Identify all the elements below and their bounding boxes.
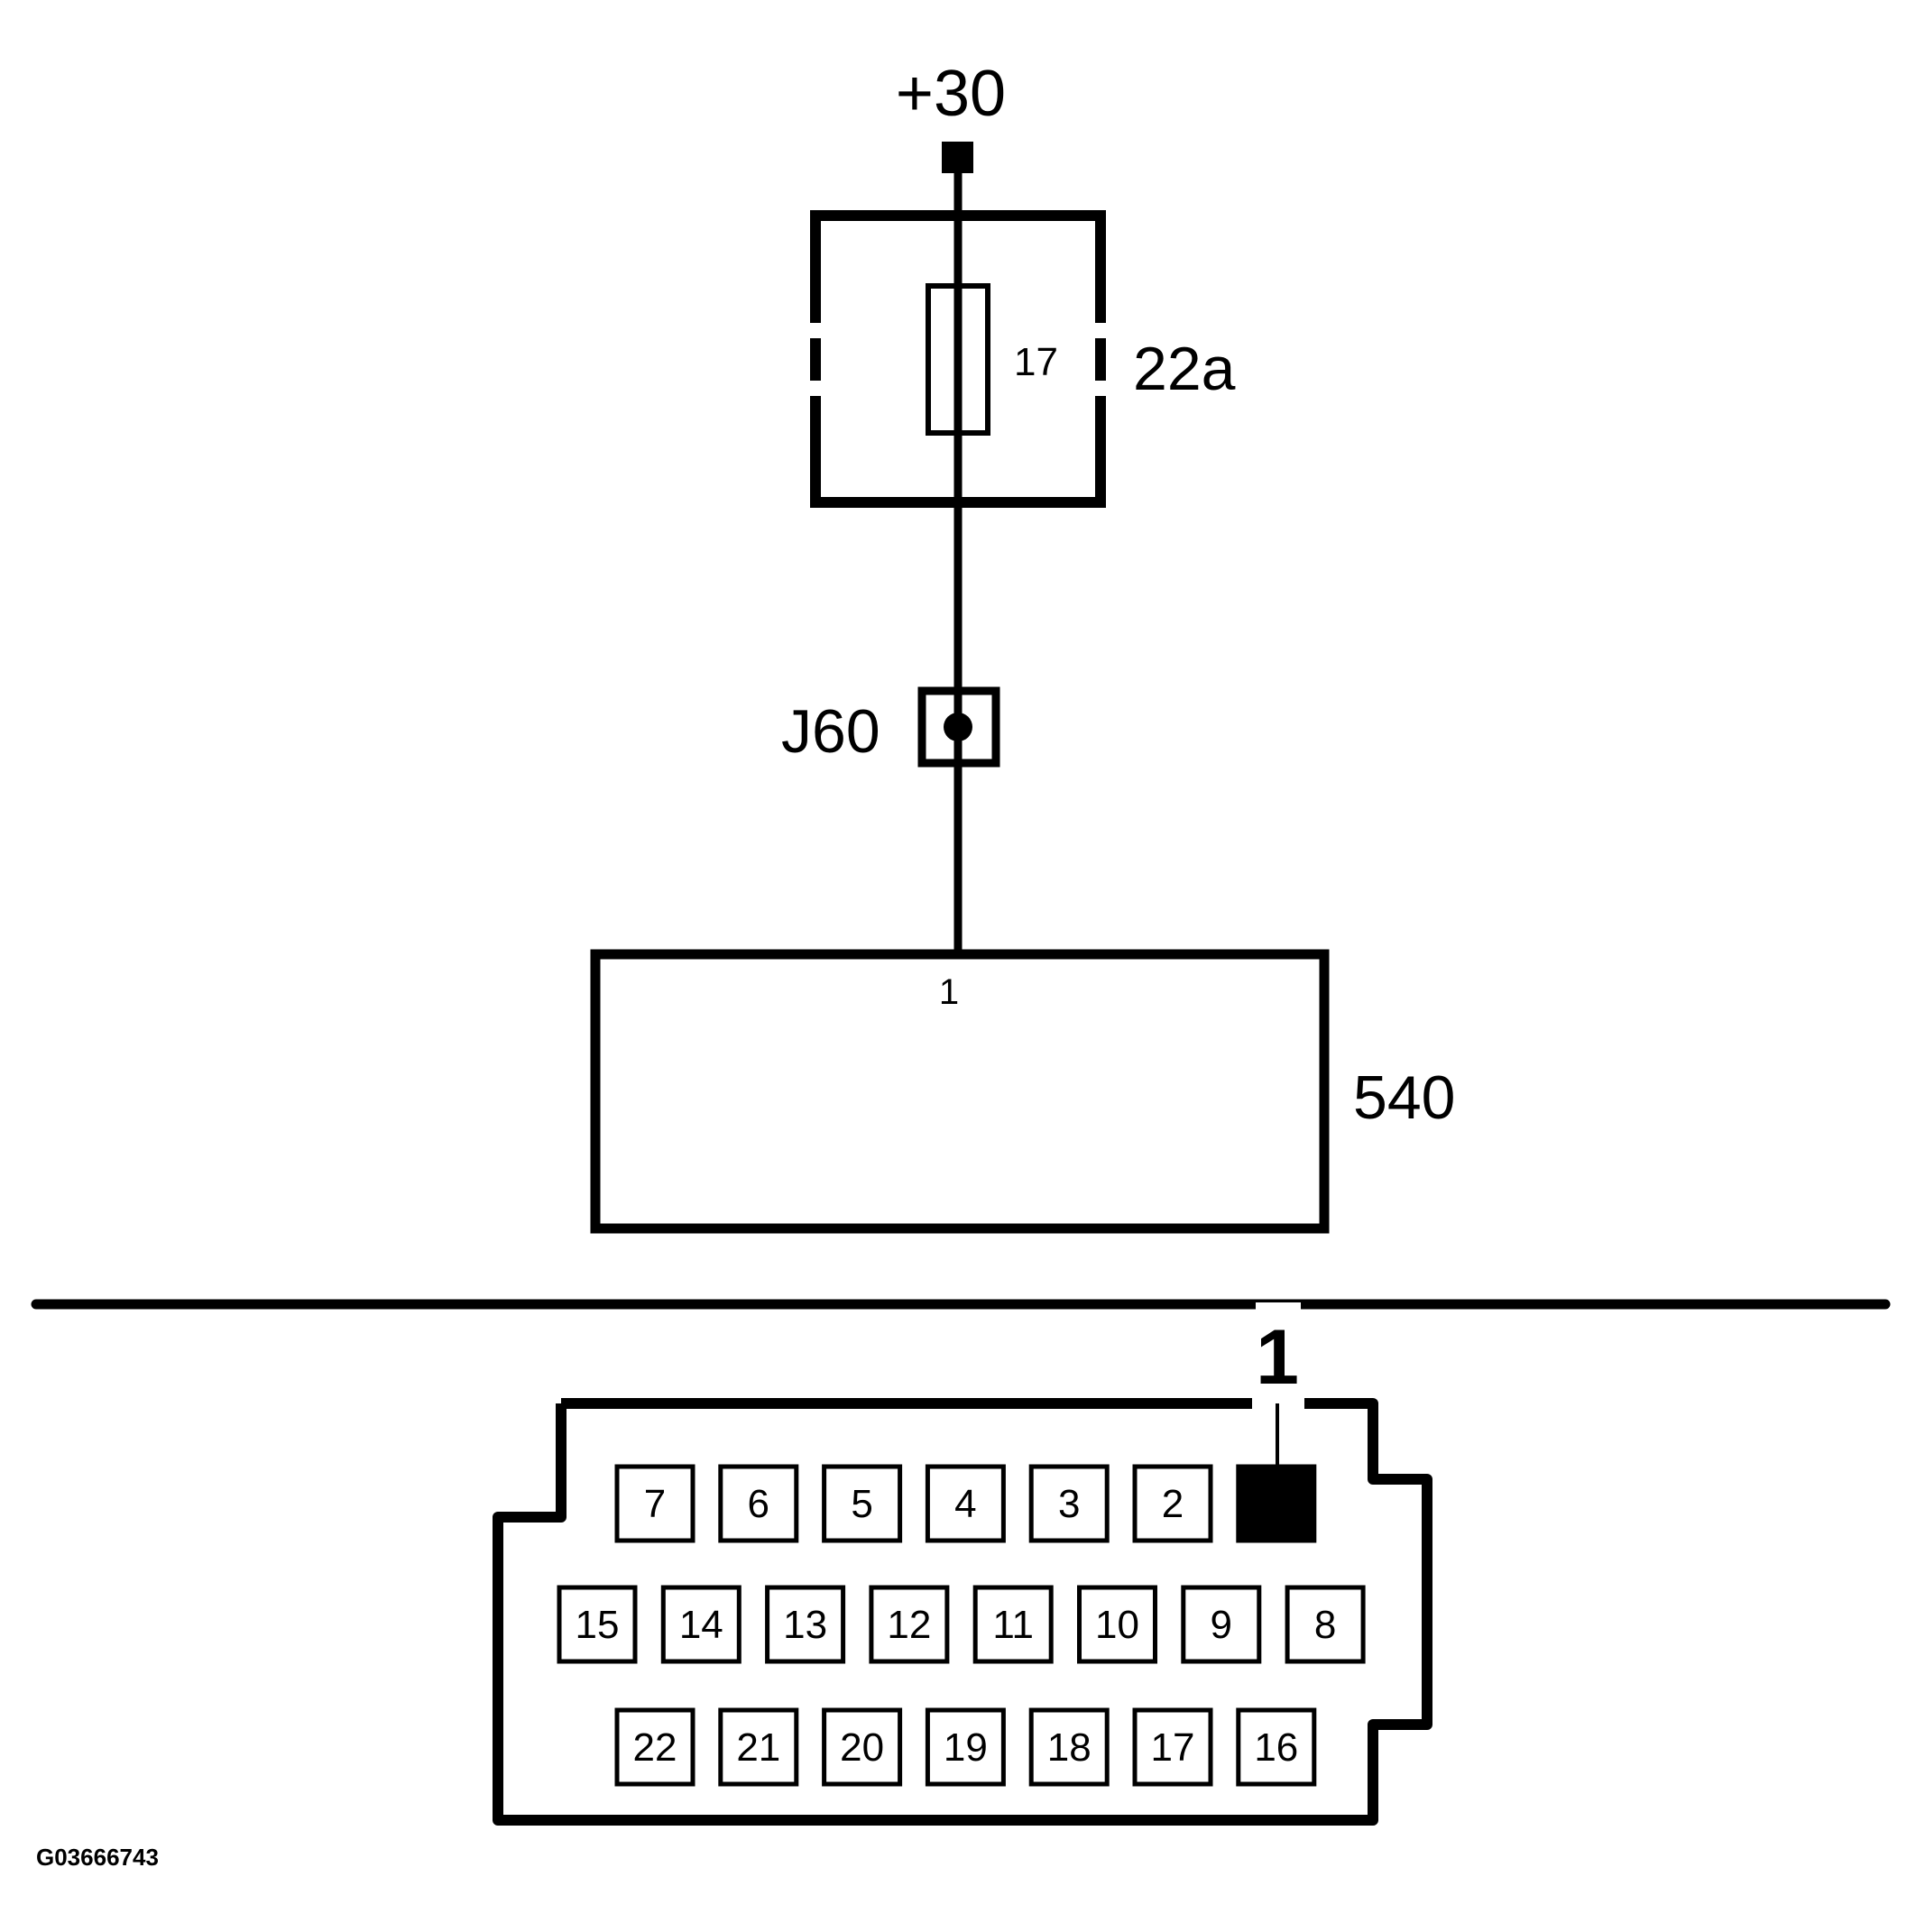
connector-pin-10: 10 [1077,1585,1157,1664]
connector-pin-cell [925,1464,1006,1543]
connector-pin-cell [1077,1585,1157,1664]
connector-pin-3: 3 [1028,1464,1110,1543]
supply-terminal [942,142,973,173]
connector-pin-label: 20 [840,1725,884,1770]
connector-pin-label: 15 [576,1603,620,1647]
connector-pin-label: 3 [1058,1482,1080,1526]
connector-pin-callout: 1 [1256,1314,1299,1401]
component-label: 540 [1353,1063,1455,1132]
connector-pin-cell [822,1707,903,1787]
connector-pin-16: 16 [1236,1707,1317,1787]
component-pin-label: 1 [939,972,959,1012]
connector-pin-label: 13 [783,1603,827,1647]
connector-pin-cell [1236,1464,1317,1543]
connector-pin-label: 5 [851,1482,872,1526]
connector-pin-21: 21 [718,1707,799,1787]
connector-pin-4: 4 [925,1464,1006,1543]
connector-pin-label: 7 [644,1482,666,1526]
connector-outline [493,1398,1432,1826]
figure-id: G03666743 [36,1844,159,1871]
connector-pin-cell [1132,1707,1213,1787]
connector-pin-label: 22 [633,1725,677,1770]
connector-pin-label: 6 [748,1482,769,1526]
connector-pin-cell [1181,1585,1262,1664]
component-box [590,949,1330,1234]
connector-pin-label: 4 [954,1482,976,1526]
connector-pin-17: 17 [1132,1707,1213,1787]
callout-gap [1256,1302,1301,1407]
connector-pin-label: 21 [736,1725,780,1770]
connector-pin-15: 15 [557,1585,638,1664]
connector-pin-cell [822,1464,903,1543]
connector-pin-cell [1236,1707,1317,1787]
connector-row-2: 15 14 13 12 11 10 9 8 [557,1585,1366,1664]
connector-pin-14: 14 [660,1585,742,1664]
connector-pin-5: 5 [822,1464,903,1543]
connector-pin-label: 11 [992,1603,1034,1647]
connector-pin-cell [614,1707,695,1787]
connector-pin-cell [1132,1464,1213,1543]
connector-pin-cell [972,1585,1054,1664]
connector-pin-label: 12 [887,1603,931,1647]
connector-pin-9: 9 [1181,1585,1262,1664]
connector-pin-cell [1028,1464,1110,1543]
connector-pin-label: 2 [1162,1482,1184,1526]
connector-pin-20: 20 [822,1707,903,1787]
connector-pin-label: 19 [944,1725,988,1770]
connector-pin-12: 12 [869,1585,950,1664]
fuse-box-label: 22a [1133,335,1236,403]
connector-pin-cell [869,1585,950,1664]
connector-pin-cell [614,1464,695,1543]
fuse-box [810,210,1106,508]
fuse-number: 17 [1014,340,1058,384]
connector-pin-cell [765,1585,846,1664]
connector-pin-22: 22 [614,1707,695,1787]
connector-pin-cell [718,1464,799,1543]
junction-box [917,686,1000,768]
connector-pin-18: 18 [1028,1707,1110,1787]
connector-pin-label: 16 [1254,1725,1298,1770]
connector-pin-8: 8 [1285,1585,1366,1664]
connector-pin-cell [660,1585,742,1664]
connector-row-3: 22 21 20 19 18 17 16 [614,1707,1317,1787]
connector-pin-19: 19 [925,1707,1006,1787]
connector-pin-cell [1285,1585,1366,1664]
connector-pin-13: 13 [765,1585,846,1664]
fuse-symbol [926,283,990,436]
connector-pin-cell [718,1707,799,1787]
connector-pin-1-filled [1236,1464,1317,1543]
connector-pin-label: 10 [1095,1603,1139,1647]
supply-label: +30 [896,58,1006,130]
connector-pin-cell [1028,1707,1110,1787]
connector-pin-label: 17 [1151,1725,1195,1770]
connector-pin-label: 8 [1314,1603,1336,1647]
connector-pin-cell [557,1585,638,1664]
connector-pin-label: 9 [1211,1603,1232,1647]
junction-label: J60 [781,697,880,766]
connector-pin-6: 6 [718,1464,799,1543]
connector-pin-2: 2 [1132,1464,1213,1543]
junction-dot [944,713,972,741]
connector-pin-label: 14 [679,1603,723,1647]
connector-pin-7: 7 [614,1464,695,1543]
connector-row-1: 7 6 5 4 3 2 [614,1464,1317,1543]
connector-pin-11: 11 [972,1585,1054,1664]
connector-pin-cell [925,1707,1006,1787]
connector-pin-label: 18 [1047,1725,1092,1770]
